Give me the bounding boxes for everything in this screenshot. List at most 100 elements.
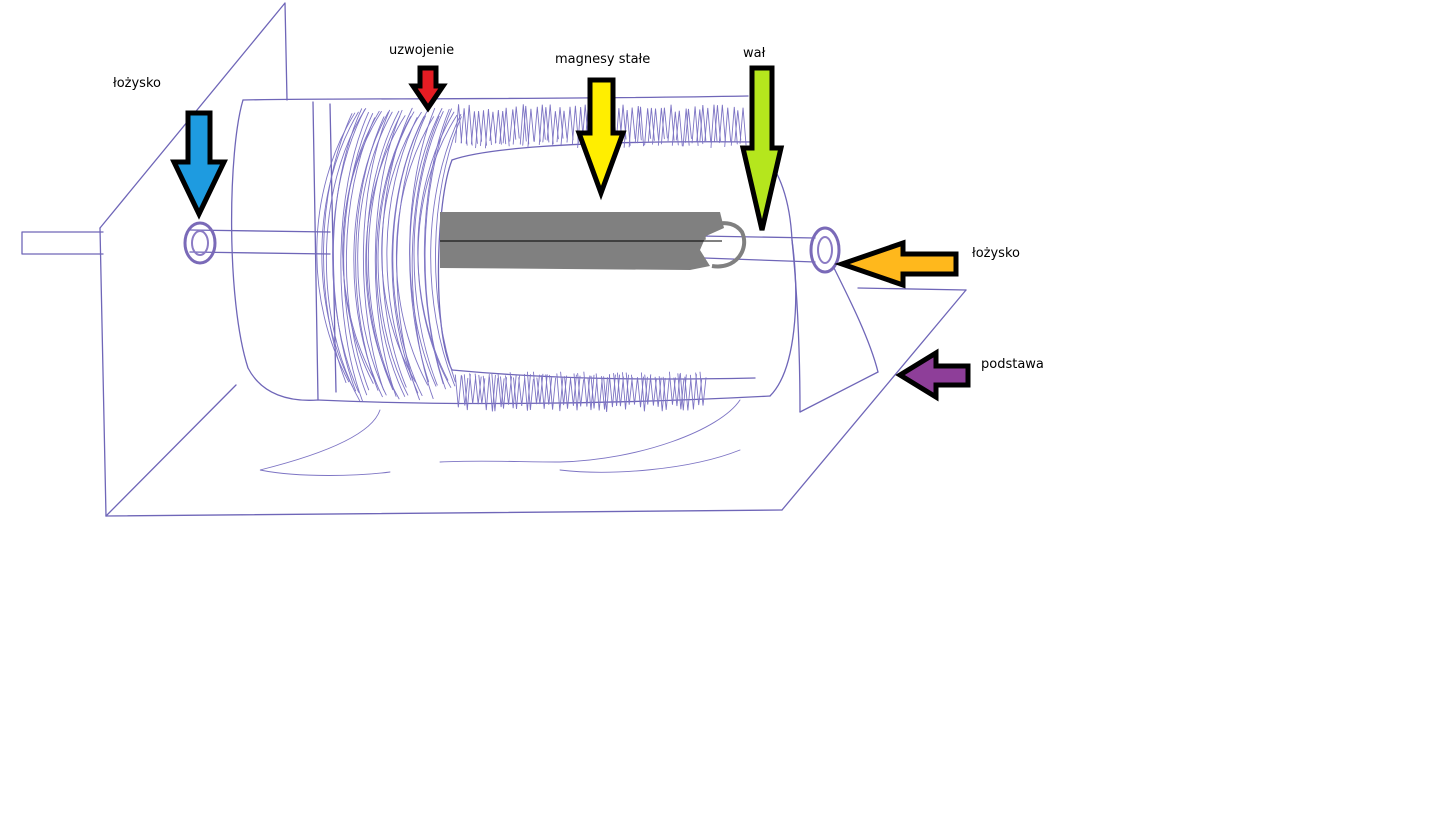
winding-stroke bbox=[512, 106, 520, 145]
winding-stroke bbox=[695, 372, 703, 406]
winding-stroke bbox=[649, 375, 657, 406]
winding-stroke bbox=[696, 109, 704, 145]
winding-stroke bbox=[435, 116, 462, 383]
shaft bbox=[21, 229, 816, 263]
winding-stroke bbox=[675, 110, 683, 147]
winding-stroke bbox=[540, 374, 548, 409]
label-shaft: wał bbox=[743, 46, 766, 61]
winding-stroke bbox=[505, 375, 512, 405]
winding-stroke bbox=[522, 105, 530, 146]
winding-stroke bbox=[560, 110, 568, 147]
winding-stroke bbox=[482, 374, 490, 411]
winding-stroke bbox=[413, 111, 444, 386]
winding-stroke bbox=[321, 111, 359, 387]
winding-stroke bbox=[662, 376, 670, 410]
winding-stroke bbox=[353, 111, 389, 398]
winding-stroke bbox=[316, 112, 356, 383]
label-permanent-magnets: magnesy stałe bbox=[555, 52, 650, 67]
winding-stroke bbox=[603, 374, 611, 412]
winding-stroke bbox=[595, 373, 603, 411]
winding-stroke bbox=[527, 108, 535, 148]
winding-stroke bbox=[345, 117, 376, 391]
winding-stroke bbox=[710, 104, 718, 148]
label-base: podstawa bbox=[981, 357, 1044, 372]
winding-stroke bbox=[601, 376, 608, 410]
winding-stroke bbox=[375, 116, 412, 397]
permanent-magnet-block bbox=[440, 212, 747, 270]
winding-coils bbox=[316, 104, 747, 412]
bearing-left-drawing bbox=[183, 221, 217, 265]
winding-stroke bbox=[367, 115, 401, 391]
winding-stroke bbox=[480, 110, 487, 147]
winding-stroke bbox=[689, 374, 697, 410]
winding-stroke bbox=[657, 107, 665, 146]
winding-stroke bbox=[713, 105, 721, 142]
winding-stroke bbox=[533, 371, 540, 405]
winding-stroke bbox=[556, 107, 564, 143]
winding-stroke bbox=[502, 107, 510, 147]
winding-stroke bbox=[513, 375, 520, 410]
winding-stroke bbox=[377, 111, 415, 396]
winding-stroke bbox=[417, 114, 458, 388]
winding-stroke bbox=[461, 375, 469, 406]
winding-stroke bbox=[628, 107, 636, 148]
winding-stroke bbox=[685, 108, 692, 143]
winding-stroke bbox=[546, 104, 554, 145]
winding-stroke bbox=[497, 374, 505, 408]
winding-stroke bbox=[652, 108, 659, 145]
winding-stroke bbox=[587, 374, 595, 411]
winding-stroke bbox=[343, 113, 374, 396]
winding-stroke bbox=[518, 377, 526, 406]
bearing-right-drawing bbox=[809, 226, 841, 274]
winding-stroke bbox=[734, 110, 742, 143]
winding-stroke bbox=[704, 107, 712, 143]
winding-stroke bbox=[724, 107, 732, 147]
winding-stroke bbox=[392, 109, 429, 397]
winding-stroke bbox=[381, 111, 422, 383]
winding-stroke bbox=[699, 104, 707, 143]
winding-stroke bbox=[469, 373, 477, 405]
winding-stroke bbox=[677, 373, 685, 410]
winding-stroke bbox=[323, 113, 353, 383]
left-support-plate bbox=[99, 2, 288, 517]
arrow-magnets bbox=[575, 77, 627, 201]
winding-stroke bbox=[475, 111, 483, 149]
winding-stroke bbox=[684, 376, 692, 411]
arrow-winding bbox=[408, 65, 448, 113]
winding-stroke bbox=[509, 372, 517, 409]
winding-stroke bbox=[455, 104, 463, 144]
winding-stroke bbox=[342, 111, 382, 383]
winding-stroke bbox=[454, 374, 462, 408]
winding-stroke bbox=[332, 109, 366, 393]
label-winding: uzwojenie bbox=[389, 43, 454, 58]
winding-stroke bbox=[564, 376, 571, 409]
winding-stroke bbox=[691, 106, 699, 147]
winding-stroke bbox=[730, 106, 738, 146]
winding-stroke bbox=[634, 105, 642, 144]
winding-stroke bbox=[488, 374, 496, 412]
winding-stroke bbox=[699, 371, 707, 406]
winding-stroke bbox=[644, 374, 652, 405]
winding-stroke bbox=[581, 104, 589, 144]
winding-stroke bbox=[411, 115, 440, 400]
winding-stroke bbox=[533, 106, 541, 142]
arrow-bearing-right bbox=[834, 239, 959, 289]
winding-stroke bbox=[623, 109, 631, 148]
arrow-bearing-left bbox=[170, 110, 228, 220]
winding-stroke bbox=[637, 106, 645, 147]
winding-stroke bbox=[631, 374, 638, 405]
winding-stroke bbox=[667, 104, 675, 142]
winding-stroke bbox=[465, 104, 473, 146]
winding-stroke bbox=[625, 372, 633, 405]
winding-stroke bbox=[718, 104, 726, 144]
winding-stroke bbox=[386, 117, 418, 381]
base-plate bbox=[105, 287, 967, 517]
winding-stroke bbox=[395, 116, 435, 386]
winding-stroke bbox=[590, 375, 598, 409]
label-bearing-right: łożysko bbox=[972, 246, 1020, 261]
winding-stroke bbox=[549, 374, 557, 410]
winding-stroke bbox=[357, 111, 393, 396]
winding-stroke bbox=[460, 108, 468, 146]
